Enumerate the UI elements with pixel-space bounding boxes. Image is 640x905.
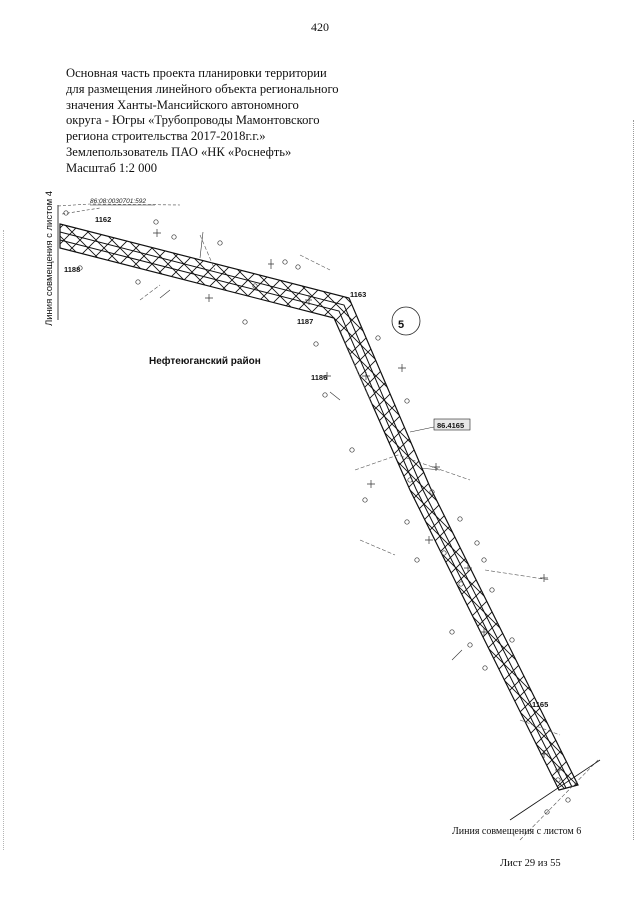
- title-line: для размещения линейного объекта региона…: [66, 81, 339, 96]
- utility-symbols: [153, 229, 563, 774]
- pipeline-line: [59, 231, 573, 788]
- scan-edge-right: [633, 120, 634, 840]
- scan-edge-left: [3, 230, 4, 850]
- bottom-match-line: [509, 759, 601, 821]
- point-label: 1187: [297, 317, 313, 326]
- tree-symbols: [63, 210, 571, 815]
- title-line: Основная часть проекта планировки террит…: [66, 66, 327, 80]
- cadastral-number: 86:08:0030701:592: [90, 198, 146, 205]
- bottom-match-line-label: Линия совмещения с листом 6: [452, 826, 582, 837]
- district-label: Нефтеюганский район: [149, 355, 261, 367]
- plot-number-box: [433, 418, 471, 431]
- title-line: региона строительства 2017-2018г.г.»: [66, 129, 266, 144]
- title-line: округа - Югры «Трубопроводы Мамонтовског…: [66, 113, 320, 128]
- cadastral-boundary: [57, 203, 181, 215]
- pipeline-corridor: [59, 223, 579, 791]
- point-label: 1165: [532, 700, 548, 709]
- circle-marker: [391, 306, 421, 336]
- circle-marker-number: 5: [398, 319, 404, 331]
- point-label: 1188: [64, 265, 80, 274]
- point-label: 1163: [350, 290, 366, 299]
- plot-number: 86.4165: [437, 421, 464, 430]
- point-label: 1186: [311, 373, 327, 382]
- sheet-number: Лист 29 из 55: [500, 858, 561, 869]
- pipeline-line: [59, 239, 567, 789]
- title-block: Основная часть проекта планировки террит…: [66, 66, 366, 177]
- title-line: Землепользователь ПАО «НК «Роснефть»: [66, 144, 292, 159]
- point-label: 1162: [95, 215, 111, 224]
- sketch-lines: [159, 231, 463, 661]
- scale-line: Масштаб 1:2 000: [66, 160, 158, 175]
- aux-line: [139, 234, 599, 841]
- page-number: 420: [311, 20, 329, 34]
- title-line: значения Ханты-Мансийского автономного: [66, 97, 299, 112]
- leader-line: [409, 426, 435, 433]
